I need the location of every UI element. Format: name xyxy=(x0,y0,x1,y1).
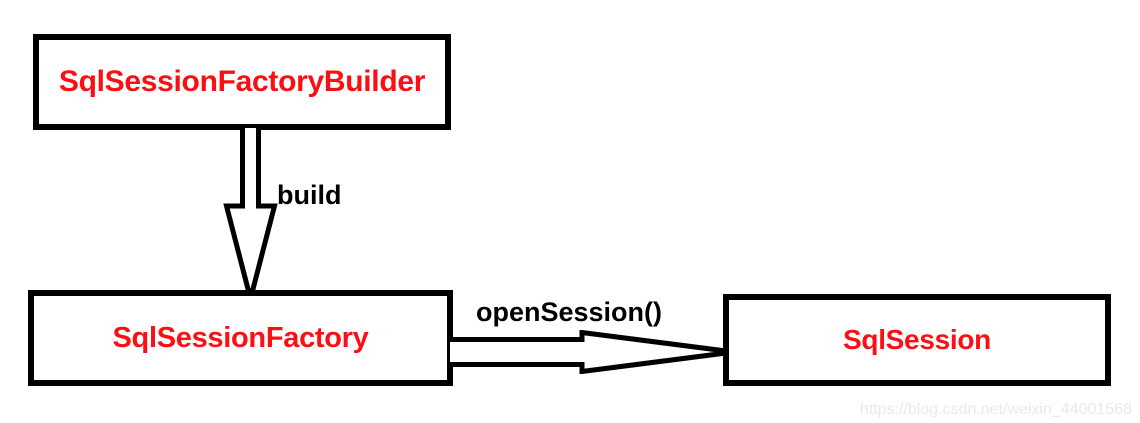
arrow-open-session-icon xyxy=(450,329,730,379)
edge-label-open-session: openSession() xyxy=(476,297,663,327)
node-label: SqlSessionFactoryBuilder xyxy=(58,65,426,98)
watermark: https://blog.csdn.net/weixin_44001568 xyxy=(859,401,1132,418)
node-label: SqlSessionFactory xyxy=(112,321,369,354)
node-label: SqlSession xyxy=(843,324,991,355)
node-sql-session-factory: SqlSessionFactory xyxy=(28,290,453,386)
node-sql-session-factory-builder: SqlSessionFactoryBuilder xyxy=(33,34,451,130)
node-sql-session: SqlSession xyxy=(723,294,1111,386)
edge-label-build: build xyxy=(277,180,342,210)
arrow-build-icon xyxy=(218,128,288,299)
